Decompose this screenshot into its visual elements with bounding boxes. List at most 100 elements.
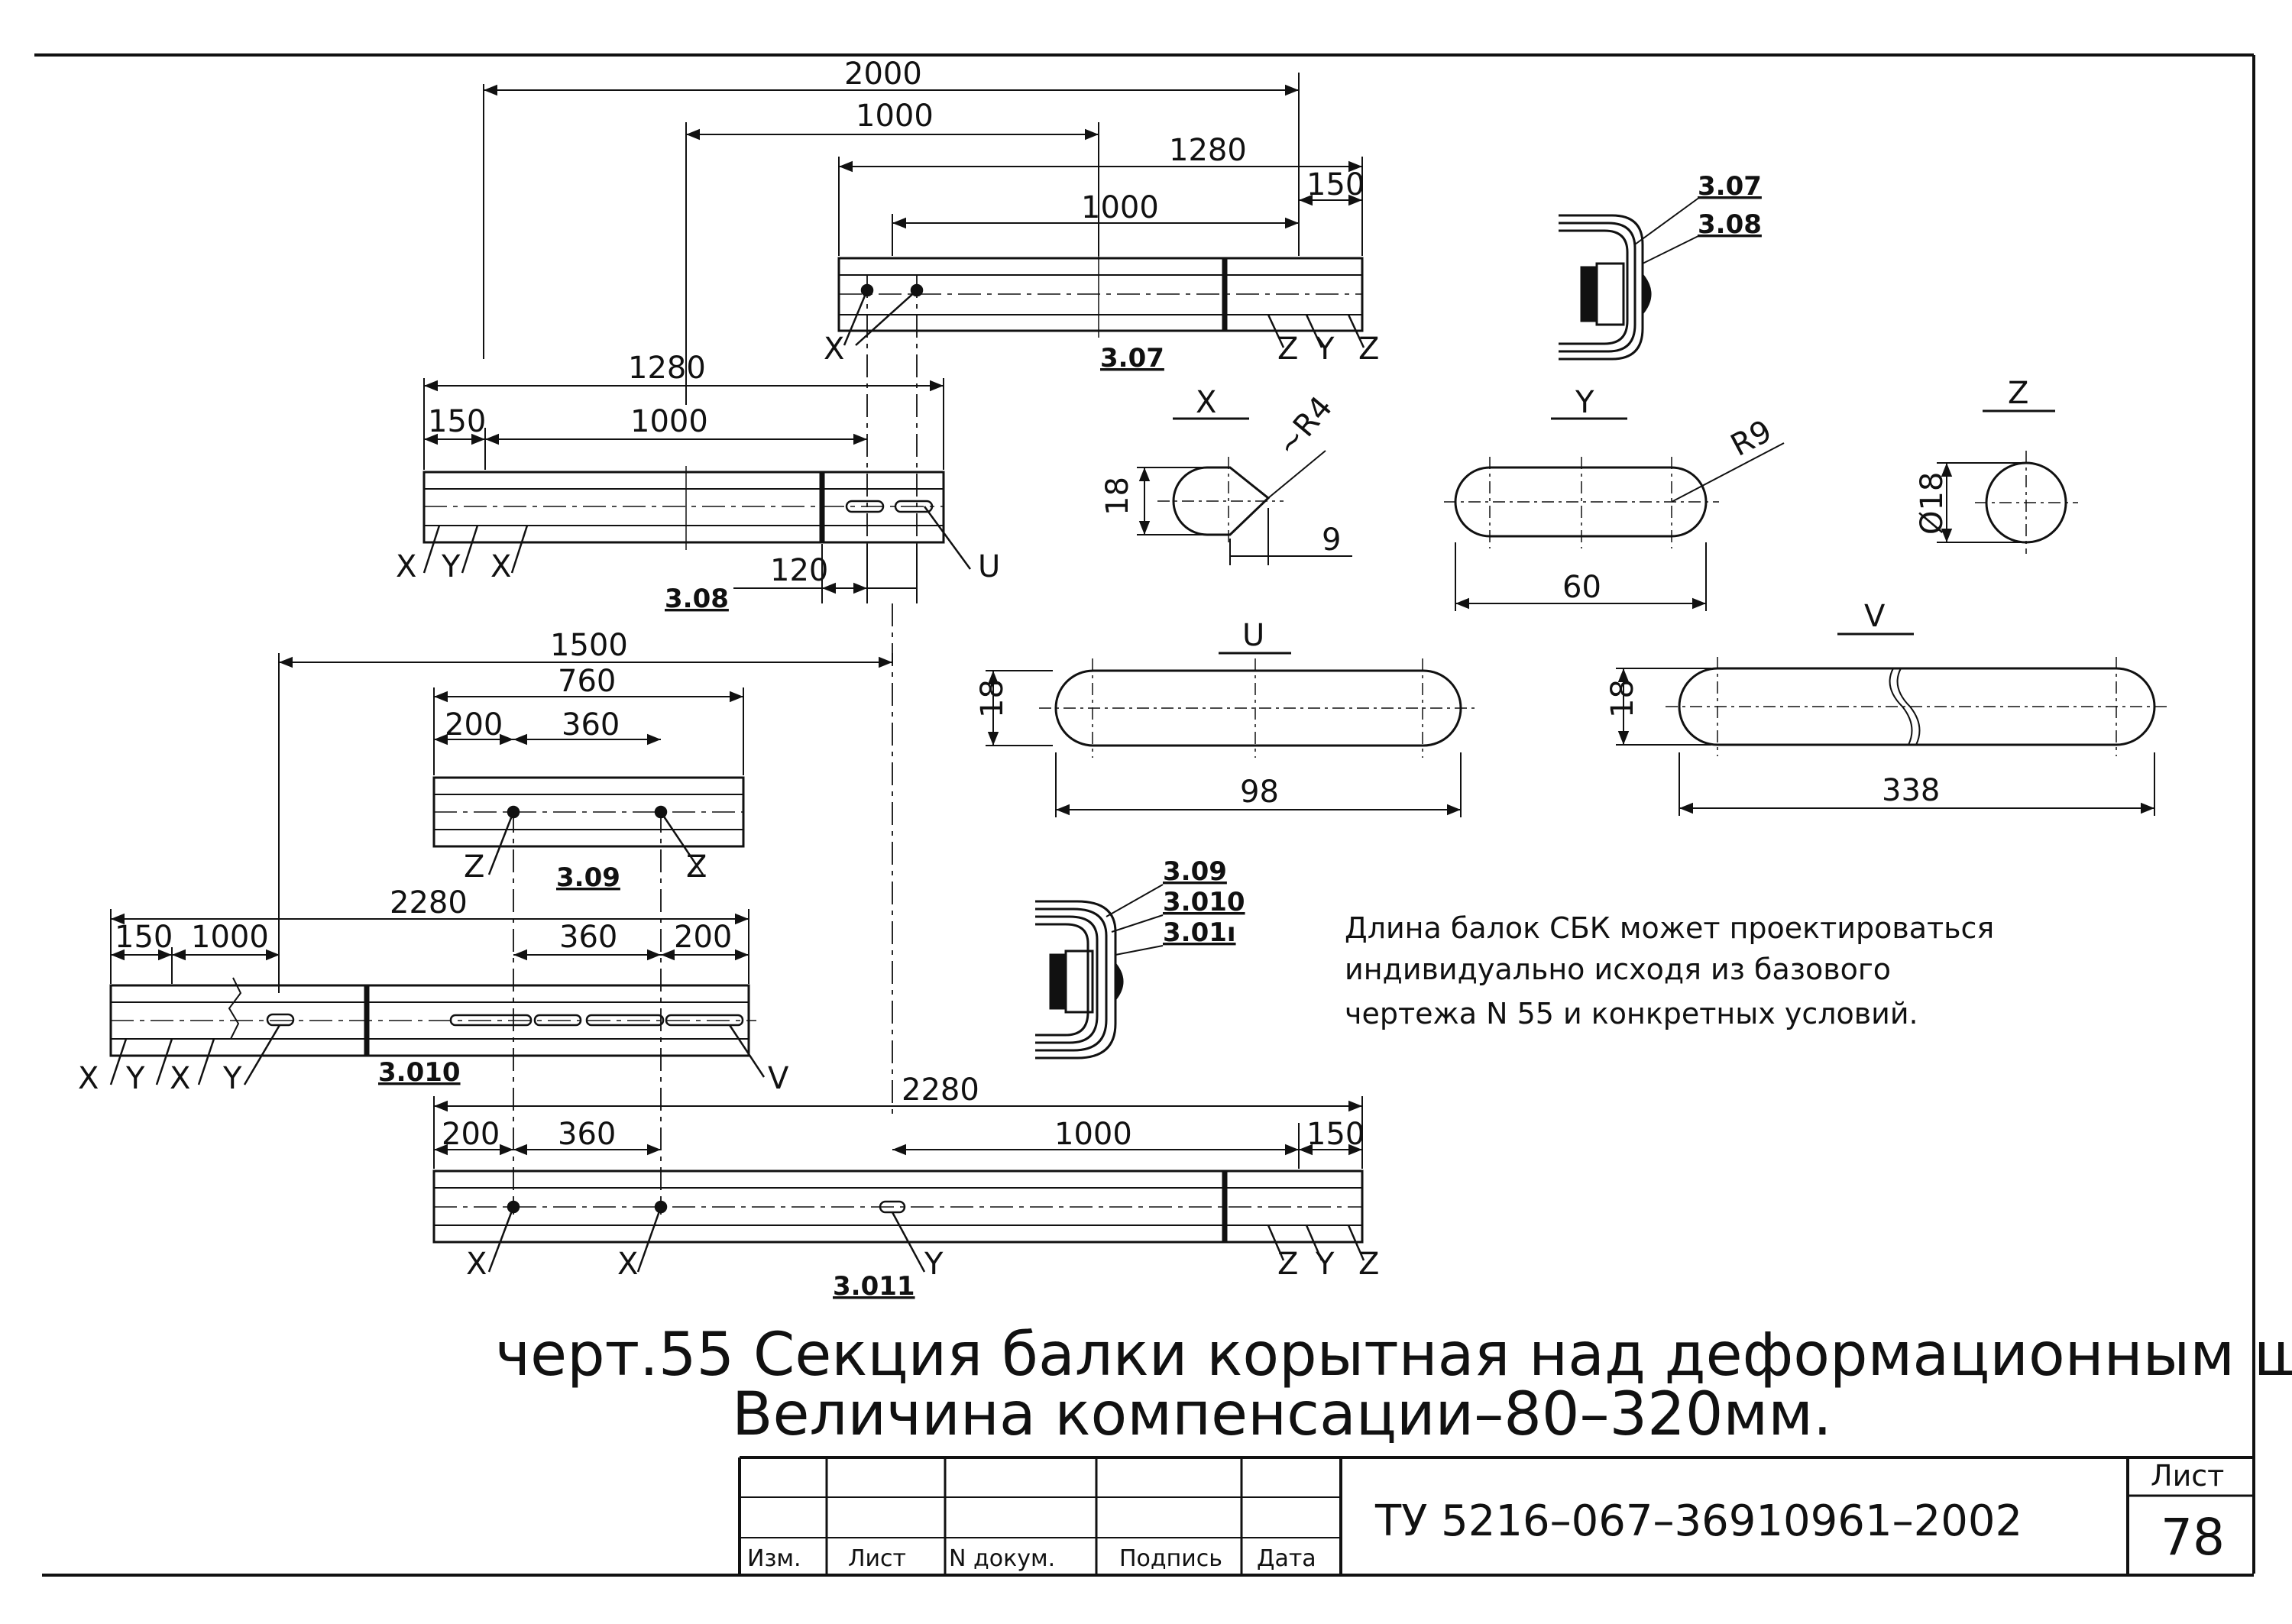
drawing-title-line-1: черт.55 Секция балки корытная над деформ…	[495, 1321, 2292, 1389]
label-y-308: Y	[441, 549, 461, 584]
dim-r9: R9	[1725, 413, 1778, 464]
beam-309-holes	[487, 805, 704, 875]
dim-1000-3010: 1000	[191, 920, 269, 955]
label-x-307: X	[824, 332, 844, 367]
ref-308: 3.08	[665, 584, 729, 614]
detail-v	[1616, 632, 2170, 816]
ref-3010-section: 3.010	[1163, 887, 1245, 917]
label-x-3010a: X	[78, 1061, 99, 1096]
label-y-3010b: Y	[222, 1061, 242, 1096]
dim-360-3010: 360	[559, 920, 617, 955]
label-x-308b: X	[490, 549, 511, 584]
dim-1000-308: 1000	[630, 404, 708, 439]
ref-309: 3.09	[556, 862, 620, 893]
label-x-3010b: X	[170, 1061, 190, 1096]
dim-150-307: 150	[1306, 167, 1365, 202]
dim-1000-top: 1000	[856, 99, 934, 134]
sheet-frame	[34, 53, 2255, 1577]
label-detail-v: V	[1864, 599, 1886, 634]
dim-760: 760	[558, 664, 616, 699]
dim-150-308: 150	[428, 404, 486, 439]
label-z-309a: Z	[464, 849, 484, 885]
stamp-col-list: Лист	[848, 1545, 906, 1572]
ref-307: 3.07	[1100, 343, 1164, 374]
section-view-bottom	[1035, 884, 1164, 1059]
drawing-title-line-2: Величина компенсации–80–320мм.	[732, 1380, 1832, 1449]
beam-3010-dimensions	[110, 909, 749, 984]
stamp-col-ndokum: N докум.	[949, 1545, 1055, 1572]
dim-200-3010: 200	[674, 920, 732, 955]
dim-98: 98	[1240, 775, 1279, 810]
label-x-308a: X	[396, 549, 416, 584]
beam-3011-holes	[487, 1200, 668, 1273]
label-z-309b: Z	[686, 849, 707, 885]
label-z-307a: Z	[1277, 332, 1298, 367]
note-line-1: Длина балок СБК может проектироваться	[1345, 911, 1994, 945]
dim-2000: 2000	[844, 57, 922, 92]
label-detail-u: U	[1242, 618, 1264, 653]
note-line-2: индивидуально исходя из базового	[1345, 953, 1891, 986]
dim-60: 60	[1562, 570, 1601, 605]
label-u-308: U	[978, 549, 1000, 584]
sheet-number: 78	[2161, 1508, 2225, 1567]
detail-u	[986, 652, 1478, 817]
dim-338: 338	[1882, 773, 1940, 808]
ref-3011: 3.011	[833, 1271, 915, 1302]
detail-y	[1444, 417, 1785, 611]
ref-3010: 3.010	[378, 1057, 461, 1088]
label-y-3010a: Y	[125, 1061, 145, 1096]
label-y-3011b: Y	[1315, 1247, 1335, 1282]
label-x-3011b: X	[617, 1247, 638, 1282]
stamp-col-podpis: Подпись	[1119, 1545, 1222, 1572]
dim-150-3011: 150	[1306, 1117, 1365, 1152]
label-z-3011a: Z	[1277, 1247, 1298, 1282]
dim-1500: 1500	[550, 628, 628, 663]
label-detail-z: Z	[2008, 376, 2028, 411]
sheet-label: Лист	[2151, 1459, 2224, 1493]
stamp-col-izm: Изм.	[747, 1545, 801, 1572]
dim-18-v: 18	[1605, 679, 1640, 718]
section-view-top	[1559, 196, 1701, 361]
dim-2280-3010: 2280	[390, 885, 468, 920]
dim-120: 120	[770, 553, 828, 588]
dim-1280-308: 1280	[628, 351, 706, 386]
document-code: ТУ 5216–067–36910961–2002	[1374, 1496, 2022, 1546]
beam-308	[422, 466, 972, 574]
dim-1000-307: 1000	[1081, 190, 1159, 225]
dim-200-3011: 200	[442, 1117, 500, 1152]
beam-308-dimensions	[423, 378, 944, 603]
ref-309-section: 3.09	[1163, 856, 1227, 887]
dim-9: 9	[1322, 522, 1341, 558]
stamp-col-data: Дата	[1257, 1545, 1316, 1572]
label-x-3011a: X	[466, 1247, 487, 1282]
label-detail-y: Y	[1575, 385, 1594, 420]
ref-307-section: 3.07	[1698, 171, 1762, 202]
note-line-3: чертежа N 55 и конкретных условий.	[1345, 997, 1918, 1030]
top-dimensions	[483, 73, 1363, 405]
detail-x	[1137, 417, 1352, 565]
dim-1000-3011: 1000	[1054, 1117, 1132, 1152]
label-y-307: Y	[1315, 332, 1335, 367]
dim-150-3010: 150	[115, 920, 173, 955]
label-z-307b: Z	[1358, 332, 1379, 367]
dim-18-x: 18	[1100, 477, 1135, 516]
ref-3011-section: 3.01ı	[1163, 917, 1236, 948]
dim-360-309: 360	[562, 707, 620, 742]
beam-3011	[432, 1169, 1365, 1273]
label-v-3010: V	[768, 1061, 789, 1096]
dim-r4: ~R4	[1270, 390, 1339, 463]
dim-d18-z: Ø18	[1915, 472, 1950, 535]
beam-3010	[109, 977, 766, 1085]
dim-2280-3011: 2280	[902, 1072, 979, 1108]
dim-200-309: 200	[445, 707, 503, 742]
dim-18-u: 18	[975, 679, 1010, 718]
label-z-3011b: Z	[1358, 1247, 1379, 1282]
detail-z	[1937, 409, 2078, 554]
dim-1280-top: 1280	[1169, 133, 1247, 168]
beam-309	[432, 776, 745, 848]
beam-307	[837, 248, 1364, 338]
label-detail-x: X	[1196, 385, 1216, 420]
beam-309-dimensions	[278, 653, 893, 993]
projection-lines	[513, 275, 918, 1215]
